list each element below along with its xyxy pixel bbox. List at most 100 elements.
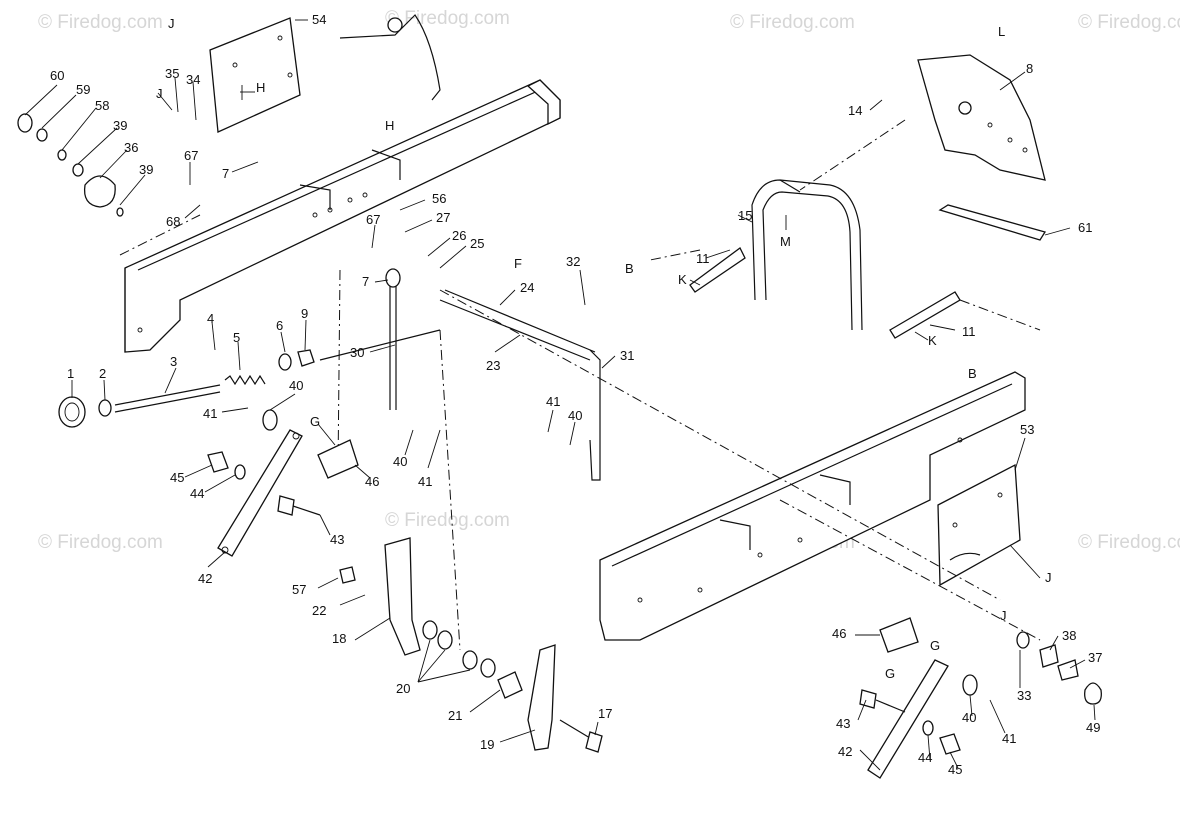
nut-45-left	[207, 451, 229, 473]
part-number: 1	[67, 366, 74, 381]
reference-letter: H	[256, 80, 265, 95]
reference-letter: H	[385, 118, 394, 133]
part-number: 45	[948, 762, 962, 777]
part-number: 11	[962, 324, 976, 339]
reference-letter: G	[930, 638, 940, 653]
part-number: 3	[170, 354, 177, 369]
reference-letter: K	[928, 333, 937, 348]
part-number: 11	[696, 251, 710, 266]
part-number: 8	[1026, 61, 1033, 76]
part-number: 41	[1002, 731, 1016, 746]
part-number: 40	[568, 408, 582, 423]
part-number: 7	[222, 166, 229, 181]
reference-letter: J	[1045, 570, 1052, 585]
part-number: 39	[139, 162, 153, 177]
part-number: 40	[289, 378, 303, 393]
part-number: 6	[276, 318, 283, 333]
watermark: © Firedog.com	[385, 510, 510, 531]
part-number: 61	[1078, 220, 1092, 235]
nut-45-right	[939, 733, 961, 755]
control-rod-3	[114, 384, 221, 413]
handle-frame-15	[751, 179, 863, 331]
part-number: 19	[480, 737, 494, 752]
part-number: 26	[452, 228, 466, 243]
part-number: 34	[186, 72, 200, 87]
part-number: 46	[832, 626, 846, 641]
watermark: © Firedog.com	[38, 12, 163, 33]
part-number: 22	[312, 603, 326, 618]
watermark: © Firedog.com	[385, 8, 510, 29]
knob-49	[1084, 682, 1102, 705]
lever-arm-42-right	[867, 659, 949, 779]
part-number: 53	[1020, 422, 1034, 437]
plate-61	[938, 204, 1047, 241]
part-number: 39	[113, 118, 127, 133]
reference-letter: K	[678, 272, 687, 287]
rod-7	[385, 268, 401, 410]
right-frame-rail	[599, 371, 1026, 641]
part-number: 44	[918, 750, 932, 765]
part-number: 42	[838, 744, 852, 759]
part-number: 67	[184, 148, 198, 163]
part-number: 54	[312, 12, 326, 27]
link-46-left	[317, 439, 359, 479]
lever-18	[384, 537, 421, 656]
part-number: 14	[848, 103, 862, 118]
lever-19	[527, 644, 556, 751]
bracket-plate-54	[209, 17, 301, 133]
part-number: 36	[124, 140, 138, 155]
left-knob-assembly	[17, 113, 124, 217]
part-number: 4	[207, 311, 214, 326]
part-number-labels: 1 2 3 4 5 6 9 30 40 41 42 43 44 45 46 G …	[50, 12, 1102, 777]
shield-plate-8	[917, 54, 1046, 181]
center-lines	[119, 119, 1041, 651]
reference-letter: G	[885, 666, 895, 681]
part-number: 37	[1088, 650, 1102, 665]
bushing-21	[497, 671, 523, 699]
bar-11-upper	[689, 247, 746, 293]
part-number: 46	[365, 474, 379, 489]
part-number: 43	[836, 716, 850, 731]
part-number: 31	[620, 348, 634, 363]
part-number: 23	[486, 358, 500, 373]
washer-40-left	[262, 409, 278, 431]
reference-letter: B	[625, 261, 634, 276]
spring-5	[224, 374, 266, 386]
bolt-43-right	[859, 689, 906, 713]
reference-letter: J	[1000, 608, 1007, 623]
part-number: 41	[203, 406, 217, 421]
part-number: 9	[301, 306, 308, 321]
lever-arm-42-left	[217, 429, 303, 557]
bracket-plate-53	[937, 463, 1021, 587]
part-number: 43	[330, 532, 344, 547]
part-number: 7	[362, 274, 369, 289]
bushing-38	[1039, 644, 1059, 668]
part-number: 49	[1086, 720, 1100, 735]
part-number: 44	[190, 486, 204, 501]
part-number: 68	[166, 214, 180, 229]
part-number: 5	[233, 330, 240, 345]
left-frame-rail	[124, 79, 561, 353]
part-number: 15	[738, 208, 752, 223]
bar-11-lower	[889, 291, 961, 339]
washer-44-right	[922, 720, 934, 736]
part-number: 41	[546, 394, 560, 409]
part-number: 24	[520, 280, 534, 295]
leaders	[24, 19, 1096, 771]
washer-44-left	[234, 464, 246, 480]
wire-bracket-upper	[339, 14, 441, 101]
part-number: 40	[962, 710, 976, 725]
bolt-37	[1057, 659, 1079, 681]
reference-letter: M	[780, 234, 791, 249]
clip-33	[1016, 631, 1030, 649]
part-number: 17	[598, 706, 612, 721]
part-number: 60	[50, 68, 64, 83]
part-number: 32	[566, 254, 580, 269]
nut-9	[297, 349, 315, 367]
knob-1	[58, 396, 86, 428]
part-number: 56	[432, 191, 446, 206]
part-number: 33	[1017, 688, 1031, 703]
shaft-30	[319, 329, 441, 361]
part-number: 27	[436, 210, 450, 225]
bolt-43-left	[277, 495, 321, 516]
